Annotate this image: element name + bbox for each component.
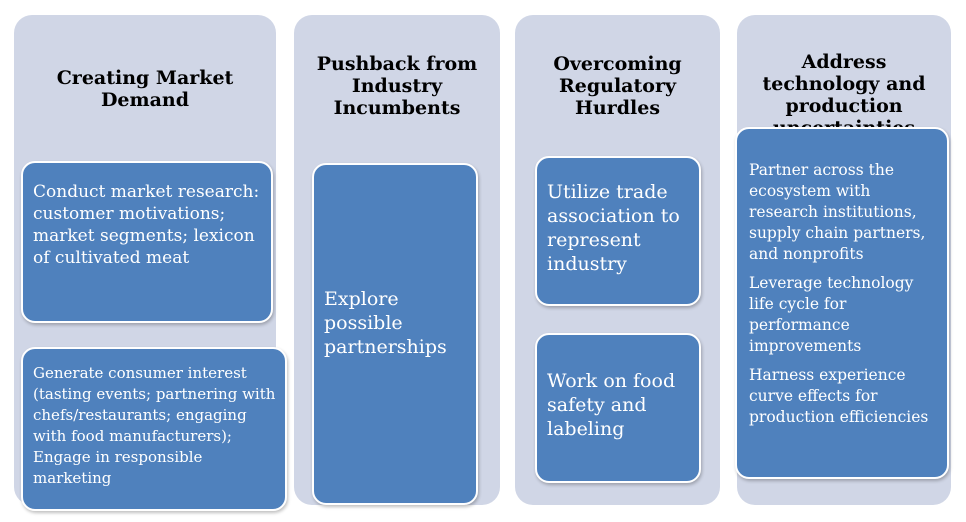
list-item: Harness experience curve effects for pro… — [749, 366, 929, 426]
strategy-box-consumer-interest: Generate consumer interest (tasting even… — [21, 347, 287, 511]
box-text: Work on food safety and labeling — [547, 370, 676, 440]
box-text: Conduct market research: customer motiva… — [33, 182, 260, 268]
column-title: Overcoming Regulatory Hurdles — [553, 53, 682, 119]
box-item-list: Partner across the ecosystem with resear… — [749, 160, 943, 436]
column-pushback-industry-incumbents: Pushback from Industry Incumbents Explor… — [294, 15, 500, 505]
list-item: Leverage technology life cycle for perfo… — [749, 274, 914, 355]
strategy-box-market-research: Conduct market research: customer motiva… — [21, 161, 273, 323]
column-overcoming-regulatory-hurdles: Overcoming Regulatory Hurdles Utilize tr… — [515, 15, 720, 505]
column-title: Creating Market Demand — [56, 67, 234, 111]
strategy-box-partnerships: Explore possible partnerships — [312, 163, 478, 505]
column-title: Pushback from Industry Incumbents — [316, 53, 478, 119]
strategy-box-technology: Partner across the ecosystem with resear… — [735, 127, 949, 479]
column-creating-market-demand: Creating Market Demand Conduct market re… — [14, 15, 287, 511]
list-item: Partner across the ecosystem with resear… — [749, 161, 926, 263]
box-text: Utilize trade association to represent i… — [547, 181, 680, 275]
strategy-box-food-safety: Work on food safety and labeling — [535, 333, 701, 483]
strategy-box-trade-association: Utilize trade association to represent i… — [535, 156, 701, 306]
box-text: Explore possible partnerships — [324, 288, 447, 358]
column-title: Address technology and production uncert… — [762, 51, 926, 139]
column-technology-production: Address technology and production uncert… — [735, 15, 951, 505]
box-text: Generate consumer interest (tasting even… — [33, 364, 276, 487]
